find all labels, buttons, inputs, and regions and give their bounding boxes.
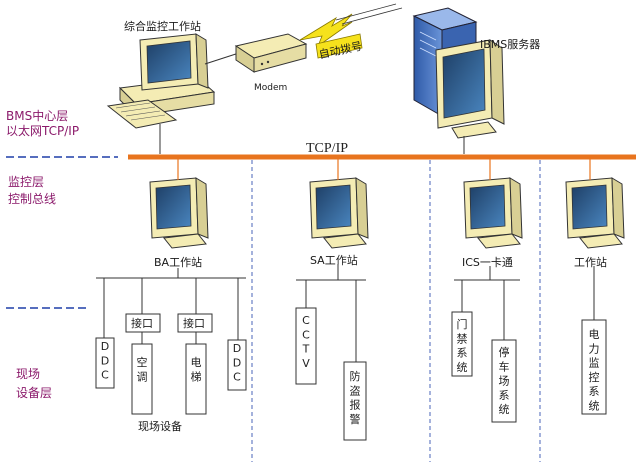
sa-station-label: SA工作站 bbox=[310, 253, 358, 267]
ba-interface-box-2 bbox=[177, 313, 213, 333]
ba-ddc-box-1 bbox=[95, 337, 115, 389]
zone-separators bbox=[251, 160, 541, 462]
ba-interface-label-1: 接口 bbox=[131, 317, 153, 330]
ba-aircon-box bbox=[131, 343, 153, 415]
layer-label-bms-line1: BMS中心层 bbox=[6, 108, 68, 123]
generic-workstation-monitor bbox=[565, 177, 625, 249]
layer-label-field-line1: 现场 bbox=[16, 367, 40, 381]
ics-workstation-monitor bbox=[463, 177, 523, 249]
workstation-label: 综合监控工作站 bbox=[124, 19, 201, 33]
field-equipment-label: 现场设备 bbox=[138, 419, 182, 433]
ba-interface-label-2: 接口 bbox=[183, 317, 205, 330]
sa-workstation-monitor bbox=[309, 177, 369, 249]
ics-parking-box bbox=[491, 339, 517, 423]
sa-cctv-box bbox=[295, 307, 317, 385]
auto-dial-lightning-icon bbox=[299, 3, 403, 48]
sa-alarm-box bbox=[343, 361, 367, 441]
layer-label-monitor-line2: 控制总线 bbox=[8, 192, 56, 206]
ibms-server-monitor bbox=[435, 39, 505, 139]
ba-aircon-label: 空调 bbox=[137, 355, 148, 383]
bus-label: TCP/IP bbox=[306, 141, 348, 156]
ba-ddc-box-2 bbox=[227, 339, 247, 391]
modem-device bbox=[234, 33, 308, 73]
ba-workstation-monitor bbox=[149, 177, 209, 249]
ba-elevator-label: 电梯 bbox=[191, 356, 202, 383]
ics-parking-label: 停车场系统 bbox=[499, 345, 510, 416]
station-bus-drops bbox=[177, 159, 591, 180]
layer-label-monitor-line1: 监控层 bbox=[8, 175, 44, 189]
layer-separators bbox=[6, 156, 118, 309]
sa-connectors bbox=[296, 264, 366, 362]
ics-station-label: ICS一卡通 bbox=[462, 256, 513, 269]
ws-station-label: 工作站 bbox=[574, 255, 607, 269]
ba-elevator-box bbox=[185, 343, 207, 415]
ics-access-box bbox=[451, 311, 473, 377]
ba-interface-box-1 bbox=[125, 313, 161, 333]
ws-power-box bbox=[581, 319, 607, 415]
ics-access-label: 门禁系统 bbox=[457, 317, 468, 374]
ws-power-label: 电力监控系统 bbox=[589, 328, 600, 413]
ba-station-label: BA工作站 bbox=[154, 255, 202, 269]
ics-connectors bbox=[454, 266, 520, 340]
modem-label: Modem bbox=[254, 83, 287, 93]
ba-connectors bbox=[96, 268, 246, 344]
layer-label-field-line2: 设备层 bbox=[16, 386, 52, 400]
sa-alarm-label: 防盗报警 bbox=[350, 369, 361, 426]
integrated-monitoring-workstation bbox=[106, 33, 216, 129]
auto-dial-tag bbox=[315, 33, 363, 59]
layer-label-bms-line2: 以太网TCP/IP bbox=[6, 123, 79, 138]
server-label: IBMS服务器 bbox=[480, 38, 540, 51]
